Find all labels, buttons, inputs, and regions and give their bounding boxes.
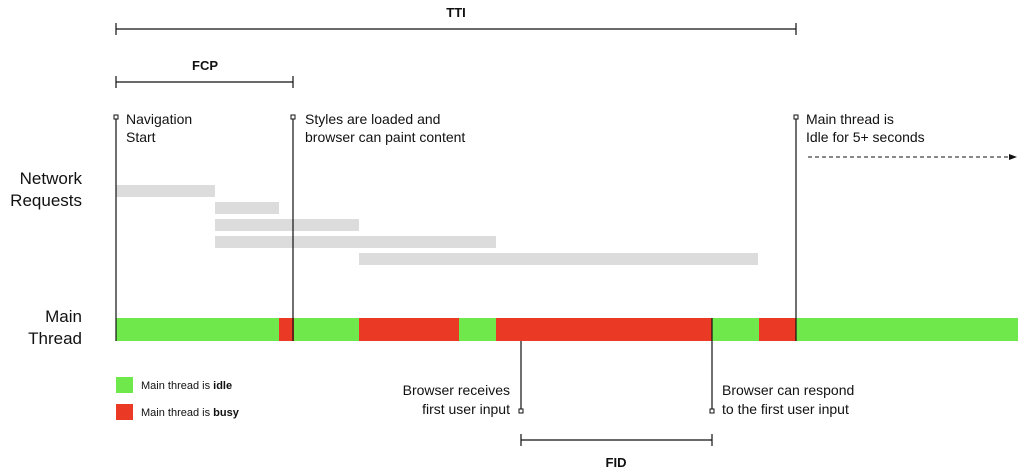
marker-can-respond: Browser can respond to the first user in… [709,318,854,417]
respond-line1: Browser can respond [722,382,854,398]
first-input-line2: first user input [422,401,510,417]
busy-segment [279,318,294,341]
main-thread-label-line1: Main [45,307,82,326]
respond-line2: to the first user input [722,401,849,417]
navigation-start-line1: Navigation [126,111,192,127]
idle-segment [796,318,1018,341]
network-request-bar [215,219,359,231]
idle-segment [294,318,359,341]
marker-main-thread-idle: Main thread is Idle for 5+ seconds [793,111,1017,341]
styles-loaded-line2: browser can paint content [305,129,465,145]
network-request-bar [215,202,279,214]
marker-navigation-start: Navigation Start [113,111,192,341]
legend-busy-text: Main thread is busy [141,407,240,419]
network-requests-label-line2: Requests [10,191,82,210]
marker-first-input: Browser receives first user input [403,341,524,417]
legend-busy-swatch [116,404,133,420]
styles-loaded-line1: Styles are loaded and [305,111,440,127]
main-thread-timeline [116,318,1018,341]
navigation-start-line2: Start [126,129,156,145]
busy-segment [496,318,712,341]
legend-idle-text: Main thread is idle [141,380,232,392]
busy-segment [759,318,796,341]
network-requests-label-line1: Network [20,169,83,188]
network-request-bar [359,253,758,265]
idle-segment [459,318,496,341]
fid-label: FID [606,455,627,470]
idle-line1: Main thread is [806,111,894,127]
network-request-bar [215,236,496,248]
busy-segment [359,318,459,341]
network-requests [116,185,758,265]
network-request-bar [116,185,215,197]
tti-bracket: TTI [115,5,797,35]
idle-segment [712,318,759,341]
fcp-label: FCP [192,58,218,73]
marker-styles-loaded: Styles are loaded and browser can paint … [290,111,465,341]
legend: Main thread is idle Main thread is busy [116,377,240,420]
legend-idle-swatch [116,377,133,393]
fid-bracket: FID [520,434,713,470]
fcp-bracket: FCP [115,58,294,88]
main-thread-label-line2: Thread [28,329,82,348]
idle-segment [116,318,279,341]
idle-line2: Idle for 5+ seconds [806,129,925,145]
tti-label: TTI [446,5,466,20]
first-input-line1: Browser receives [403,382,510,398]
